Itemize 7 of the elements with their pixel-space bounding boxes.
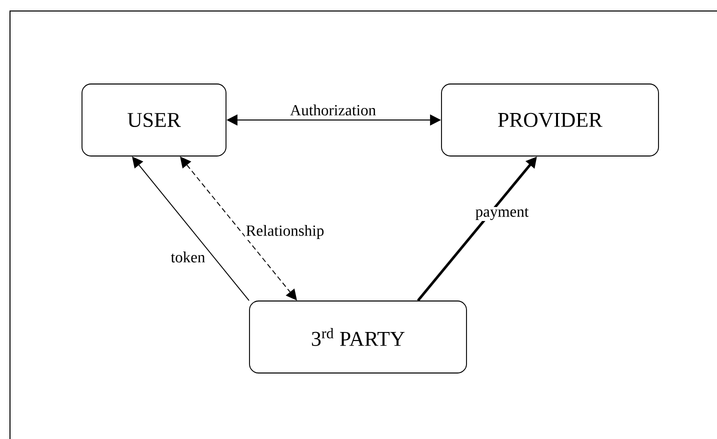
edge-label: Authorization (288, 104, 378, 116)
rounded-box: 3$^{rd}$ PARTY (249, 300, 467, 374)
edge-label: Relationship (244, 224, 326, 240)
rounded-box: USER (82, 84, 226, 156)
edge-label: payment (474, 206, 530, 222)
edge-label: token (170, 250, 206, 264)
rounded-box: PROVIDER (441, 84, 659, 156)
